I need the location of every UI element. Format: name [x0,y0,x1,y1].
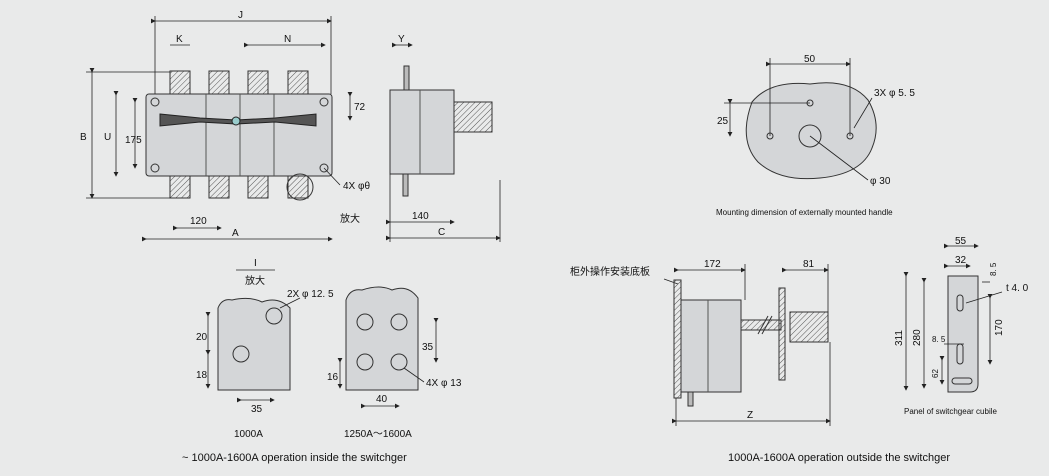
detail-1250a: 35 16 40 4X φ 13 1250A～1600A [327,286,462,440]
detail-1000a: I 放大 2X φ 12. 5 20 18 35 1000A [196,258,334,440]
handle-mount: 50 25 3X φ 5. 5 φ 30 Mounting dimension … [716,54,915,217]
handle-center: φ 30 [870,176,891,187]
detail-1250a-label: 1250A～1600A [344,429,412,440]
zoom-label: 放大 [340,212,360,225]
external-view: 柜外操作安装底板 172 81 Z [570,259,831,426]
ext-dim-81: 81 [803,259,815,270]
cabinet-panel [673,279,682,399]
panel-label: 柜外操作安装底板 [570,265,650,278]
terminal-top-3 [247,70,269,96]
panel-thickness: t 4. 0 [1006,283,1029,294]
switchgear-panel: 55 32 8. 5 t 4. 0 311 280 170 8. 5 62 Pa… [894,236,1029,416]
handle-dim-25: 25 [717,116,729,127]
panel-dim-170: 170 [994,319,1005,336]
terminal-bottom-3 [247,175,269,199]
dim-Y: Y [398,34,405,45]
handle-caption: Mounting dimension of externally mounted… [716,208,893,217]
dim-72: 72 [354,102,366,113]
terminal-top-2 [208,70,230,96]
panel-bracket [947,275,979,393]
ext-dim-172: 172 [704,259,721,270]
detail-1000a-label: 1000A [234,429,263,440]
detail-1000a-20: 20 [196,332,208,343]
handle-dim-50: 50 [804,54,816,65]
panel-dim-311: 311 [894,330,905,346]
dim-J: J [238,10,243,21]
switch-body [145,93,333,177]
terminal-bottom-4 [287,175,309,199]
detail-1250a-35: 35 [422,342,434,353]
right-caption: 1000A-1600A operation outside the switch… [728,452,950,464]
detail-1000a-18: 18 [196,370,208,381]
detail-1000a-plate [217,297,291,391]
dim-140: 140 [412,211,429,222]
switch-side-body [680,299,742,393]
left-caption: ~ 1000A-1600A operation inside the switc… [182,452,407,464]
terminal-top-4 [287,70,309,96]
handle-mount-plate [745,82,877,180]
panel-dim-32: 32 [955,255,967,266]
dim-N: N [284,34,291,45]
side-view: Y 140 C [386,34,501,242]
detail-1250a-16: 16 [327,372,339,383]
dim-U: U [104,132,111,143]
terminal-bottom-2 [208,175,230,199]
dim-C: C [438,227,445,238]
dim-120: 120 [190,216,207,227]
dim-175: 175 [125,135,142,146]
panel-dim-55: 55 [955,236,967,247]
panel-dim-280: 280 [912,329,923,346]
front-view: J K N B U 175 72 120 A 4X φθ 放大 [80,10,370,242]
detail-1250a-holes: 4X φ 13 [426,378,462,389]
detail-1250a-plate [345,286,419,391]
handle-holes: 3X φ 5. 5 [874,88,915,99]
zoom-circle [286,173,314,201]
side-body [389,89,455,175]
panel-caption: Panel of switchgear cubile [904,407,997,416]
detail-zoom-label: 放大 [245,274,265,287]
panel-dim-62: 62 [931,369,940,378]
dim-B: B [80,132,87,143]
panel-dim-8-5-top: 8. 5 [989,262,998,276]
section-I: I [254,258,257,269]
detail-1000a-holes: 2X φ 12. 5 [287,289,334,300]
terminal-bottom-1 [169,175,191,199]
dim-A: A [232,228,239,239]
detail-1000a-35: 35 [251,404,263,415]
ext-dim-Z: Z [747,410,753,421]
dim-K: K [176,34,183,45]
detail-1250a-40: 40 [376,394,388,405]
terminal-top-1 [169,70,191,96]
holes-label: 4X φθ [343,181,370,192]
panel-dim-8-5-mid: 8. 5 [932,335,946,344]
